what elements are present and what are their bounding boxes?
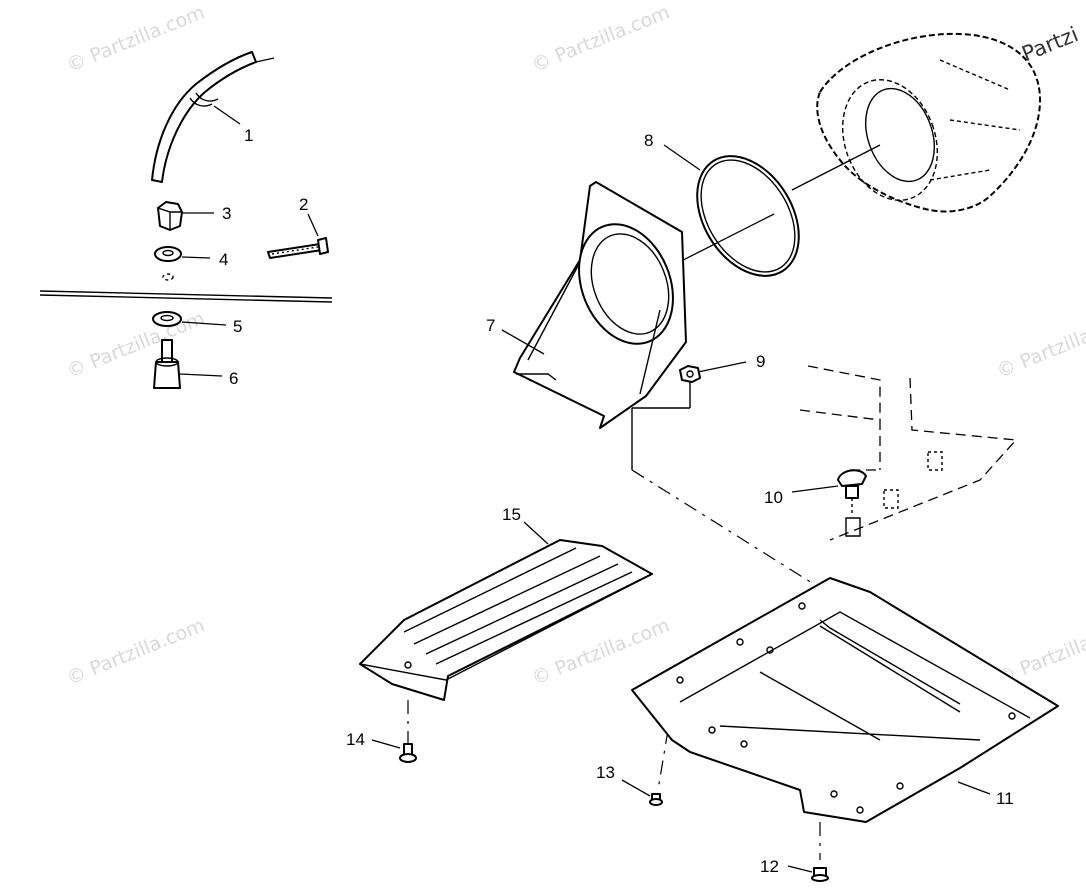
part-7-intake-adapter: [513, 181, 687, 429]
callout-8: 8: [644, 131, 653, 150]
part-6-fitting: [153, 339, 181, 389]
watermark-5: © Partzilla.com: [994, 307, 1086, 382]
part-2-pin: [267, 237, 329, 259]
part-9-nut: [631, 365, 701, 470]
callout-15: 15: [502, 505, 521, 524]
part-4-washer: [154, 246, 182, 281]
callout-2: 2: [299, 195, 308, 214]
part-13-screw: [649, 793, 663, 806]
callout-4: 4: [219, 250, 228, 269]
callout-14: 14: [346, 730, 365, 749]
part-8-o-ring: [627, 155, 800, 289]
part-1-hose: [151, 51, 275, 183]
part-3-nut: [157, 201, 183, 231]
callout-1: 1: [244, 126, 253, 145]
part-5-washer: [152, 311, 182, 327]
watermark-6: © Partzilla.com: [64, 614, 208, 689]
jet-pump-housing: [816, 32, 1041, 213]
watermark-3: © Partzilla.com: [64, 307, 208, 382]
body-panel-line: [39, 290, 333, 303]
leader-lines: [179, 105, 991, 873]
part-11-skid-plate: [631, 577, 1059, 823]
callout-3: 3: [222, 204, 231, 223]
callout-labels: 1 2 3 4 5 6 7 8 9 10 11 12 13 14 15: [219, 126, 1014, 876]
callout-12: 12: [760, 857, 779, 876]
watermark-2: © Partzilla.com: [529, 1, 673, 76]
watermark-1: © Partzilla.com: [64, 1, 208, 76]
part-14-screw: [399, 743, 417, 763]
part-10-drain-plug: [837, 469, 867, 537]
callout-10: 10: [764, 488, 783, 507]
callout-9: 9: [756, 352, 765, 371]
axis-line-8: [791, 144, 881, 191]
callout-11: 11: [996, 789, 1014, 808]
callout-6: 6: [229, 369, 238, 388]
callout-13: 13: [596, 763, 615, 782]
part-12-screw: [811, 867, 829, 882]
callout-5: 5: [233, 317, 242, 336]
callout-7: 7: [486, 316, 495, 335]
part-15-ride-plate: [359, 539, 653, 701]
hull-outline-dashed: [799, 365, 1018, 541]
